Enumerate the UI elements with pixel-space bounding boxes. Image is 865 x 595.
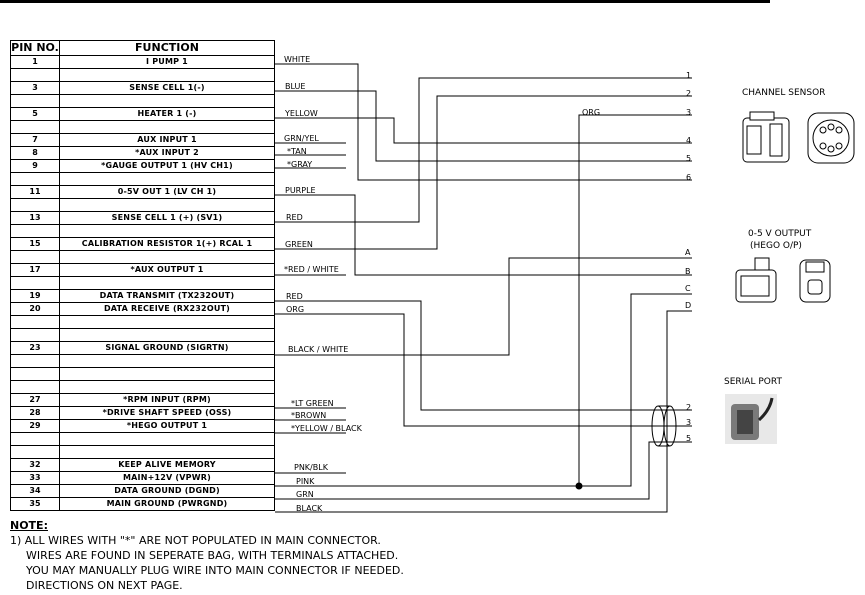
pin-number: 35 — [10, 497, 60, 511]
note-line-2: WIRES ARE FOUND IN SEPERATE BAG, WITH TE… — [26, 549, 399, 562]
serial-terminal: 2 — [686, 403, 692, 412]
note-line-1: 1) ALL WIRES WITH "*" ARE NOT POPULATED … — [10, 534, 381, 547]
channel-sensor-connector-drawing — [742, 111, 855, 164]
wire-color-label: *BROWN — [291, 411, 327, 420]
hego-terminal: B — [685, 267, 691, 276]
wire-color-label: ORG — [286, 305, 305, 314]
hego-terminal: A — [685, 248, 691, 257]
wire-color-label: *LT GREEN — [291, 399, 334, 408]
channel-sensor-terminal: 3 — [686, 108, 692, 117]
wire-color-label: *YELLOW / BLACK — [291, 424, 362, 433]
table-row: 28*DRIVE SHAFT SPEED (OSS) — [10, 406, 275, 420]
hego-title-line2: (HEGO O/P) — [750, 241, 802, 251]
note-line-3: YOU MAY MANUALLY PLUG WIRE INTO MAIN CON… — [26, 564, 404, 577]
table-row — [10, 224, 275, 238]
wire-color-label: RED — [286, 292, 303, 301]
channel-sensor-terminal: 5 — [686, 154, 692, 163]
serial-terminal: 3 — [686, 418, 692, 427]
wire-color-label: BLUE — [285, 82, 306, 91]
channel-sensor-terminal: 6 — [686, 173, 692, 182]
hego-terminal: D — [685, 301, 692, 310]
note-block: NOTE: 1) ALL WIRES WITH "*" ARE NOT POPU… — [10, 518, 404, 593]
wire-color-label: YELLOW — [285, 109, 318, 118]
wire-color-label: *GRAY — [287, 160, 313, 169]
serial-port-drawing — [725, 394, 777, 444]
serial-terminal: 5 — [686, 434, 692, 443]
table-row: 29*HEGO OUTPUT 1 — [10, 419, 275, 433]
table-row: 9*GAUGE OUTPUT 1 (HV CH1) — [10, 159, 275, 173]
channel-sensor-title: CHANNEL SENSOR — [742, 88, 826, 98]
wire-color-label: ORG — [582, 108, 601, 117]
wire-color-label: BLACK / WHITE — [288, 345, 349, 354]
table-row — [10, 328, 275, 342]
top-rule — [0, 0, 770, 3]
wire-color-label: GRN/YEL — [284, 134, 319, 143]
wire-color-label: RED — [286, 213, 303, 222]
table-row: 8*AUX INPUT 2 — [10, 146, 275, 160]
pin-function: MAIN GROUND (PWRGND) — [59, 497, 275, 511]
serial-port-title: SERIAL PORT — [724, 377, 782, 387]
channel-sensor-terminal: 4 — [686, 136, 692, 145]
wire-color-label: BLACK — [296, 504, 323, 513]
wire-color-label: GREEN — [285, 240, 313, 249]
channel-sensor-terminal: 2 — [686, 89, 692, 98]
wire-color-label: GRN — [296, 490, 314, 499]
wire-color-label: PINK — [296, 477, 315, 486]
table-row: 27*RPM INPUT (RPM) — [10, 393, 275, 407]
wire-color-label: WHITE — [284, 55, 311, 64]
splice-dot — [575, 482, 583, 490]
note-heading: NOTE: — [10, 519, 48, 532]
hego-title-line1: 0-5 V OUTPUT — [748, 229, 812, 239]
hego-terminal: C — [685, 284, 691, 293]
channel-sensor-terminal: 1 — [686, 71, 692, 80]
wire-color-label: PURPLE — [285, 186, 316, 195]
note-line-4: DIRECTIONS ON NEXT PAGE. — [26, 579, 183, 592]
wire-color-label: *RED / WHITE — [284, 265, 339, 274]
wire-color-label: *TAN — [287, 147, 307, 156]
table-header: PIN NO. FUNCTION — [10, 40, 275, 56]
hego-connector-drawing — [735, 257, 831, 303]
wire-color-label: PNK/BLK — [294, 463, 328, 472]
